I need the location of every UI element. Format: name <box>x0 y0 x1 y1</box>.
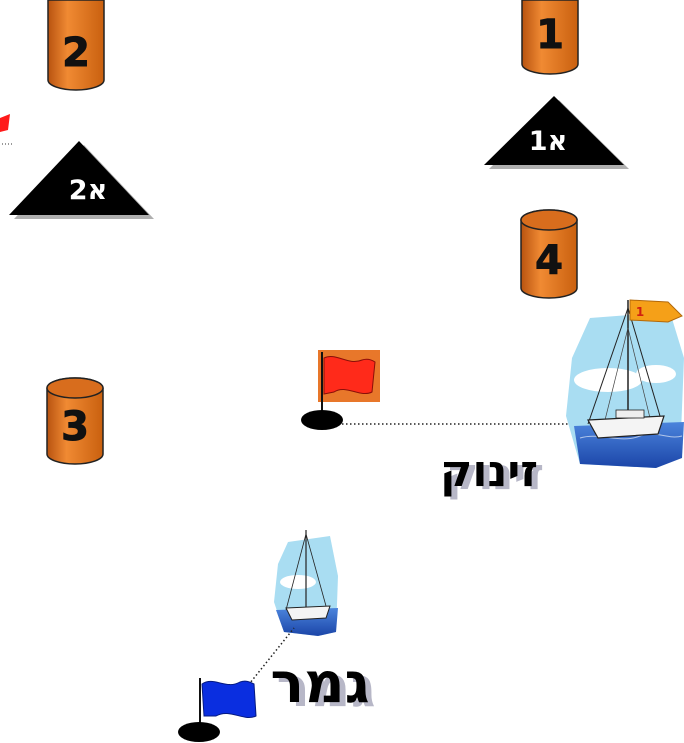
buoy-1: 1 <box>522 0 578 74</box>
finish-label-text: גמר <box>270 651 369 716</box>
start-label: זינוק זינוק <box>440 446 544 500</box>
buoy-3-number: 3 <box>61 404 89 450</box>
buoy-1-number: 1 <box>536 12 564 58</box>
start-flag <box>301 350 380 430</box>
start-label-text: זינוק <box>440 446 538 497</box>
clipped-red-mark <box>0 114 12 144</box>
start-pin-end <box>301 410 343 430</box>
buoy-4: 4 <box>521 210 577 298</box>
finish-flag <box>178 678 256 742</box>
buoy-3: 3 <box>47 378 103 464</box>
triangle-mark-1a-label: 1א <box>529 126 567 157</box>
triangle-mark-2a: 2א <box>9 141 154 219</box>
buoy-2-number: 2 <box>62 30 90 76</box>
triangle-mark-1a: 1א <box>484 96 629 169</box>
buoy-2: 2 <box>48 0 104 90</box>
finish-label: גמר גמר <box>270 651 375 720</box>
triangle-mark-2a-label: 2א <box>69 175 107 206</box>
buoy-4-number: 4 <box>535 238 563 284</box>
finish-pin-end <box>178 722 220 742</box>
finish-boat <box>274 530 338 636</box>
start-boat-flag-number: 1 <box>636 305 644 319</box>
start-boat: 1 <box>566 300 684 468</box>
